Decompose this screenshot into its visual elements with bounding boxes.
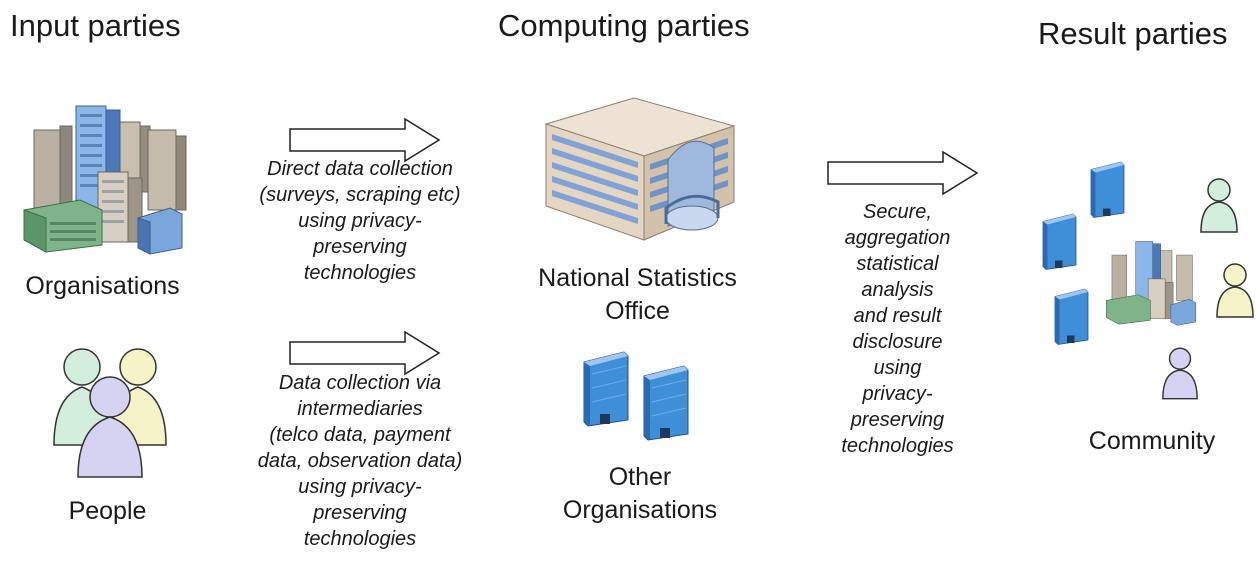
arrow-right-icon [827, 150, 979, 196]
heading-input-parties: Input parties [10, 8, 181, 43]
city-icon [23, 105, 187, 255]
glass-tower-icon [1054, 288, 1089, 345]
glass-tower-icon [583, 351, 629, 427]
heading-result-parties: Result parties [1038, 16, 1228, 51]
flow-direct-collection: Direct data collection (surveys, scrapin… [259, 158, 461, 284]
flow-intermediaries-collection: Data collection via intermediaries (telc… [257, 372, 463, 550]
label-community: Community [1088, 427, 1216, 455]
label-people: People [68, 497, 147, 525]
arrow-right-icon [289, 330, 441, 376]
label-other-organisations: Other Organisations [562, 463, 718, 524]
flow-secure-analysis: Secure, aggregation statistical analysis… [841, 201, 954, 457]
person-icon [1216, 263, 1254, 318]
person-icon [1200, 178, 1238, 233]
glass-tower-icon [1042, 213, 1077, 270]
glass-tower-icon [1090, 161, 1125, 218]
office-building-icon [544, 97, 736, 241]
label-organisations: Organisations [25, 272, 180, 300]
people-icon [53, 348, 167, 478]
city-icon [1105, 241, 1197, 326]
arrow-right-icon [289, 117, 441, 163]
heading-computing-parties: Computing parties [498, 8, 750, 43]
glass-tower-icon [643, 365, 689, 441]
label-national-statistics-office: National Statistics Office [538, 264, 737, 325]
person-icon [1162, 347, 1198, 400]
